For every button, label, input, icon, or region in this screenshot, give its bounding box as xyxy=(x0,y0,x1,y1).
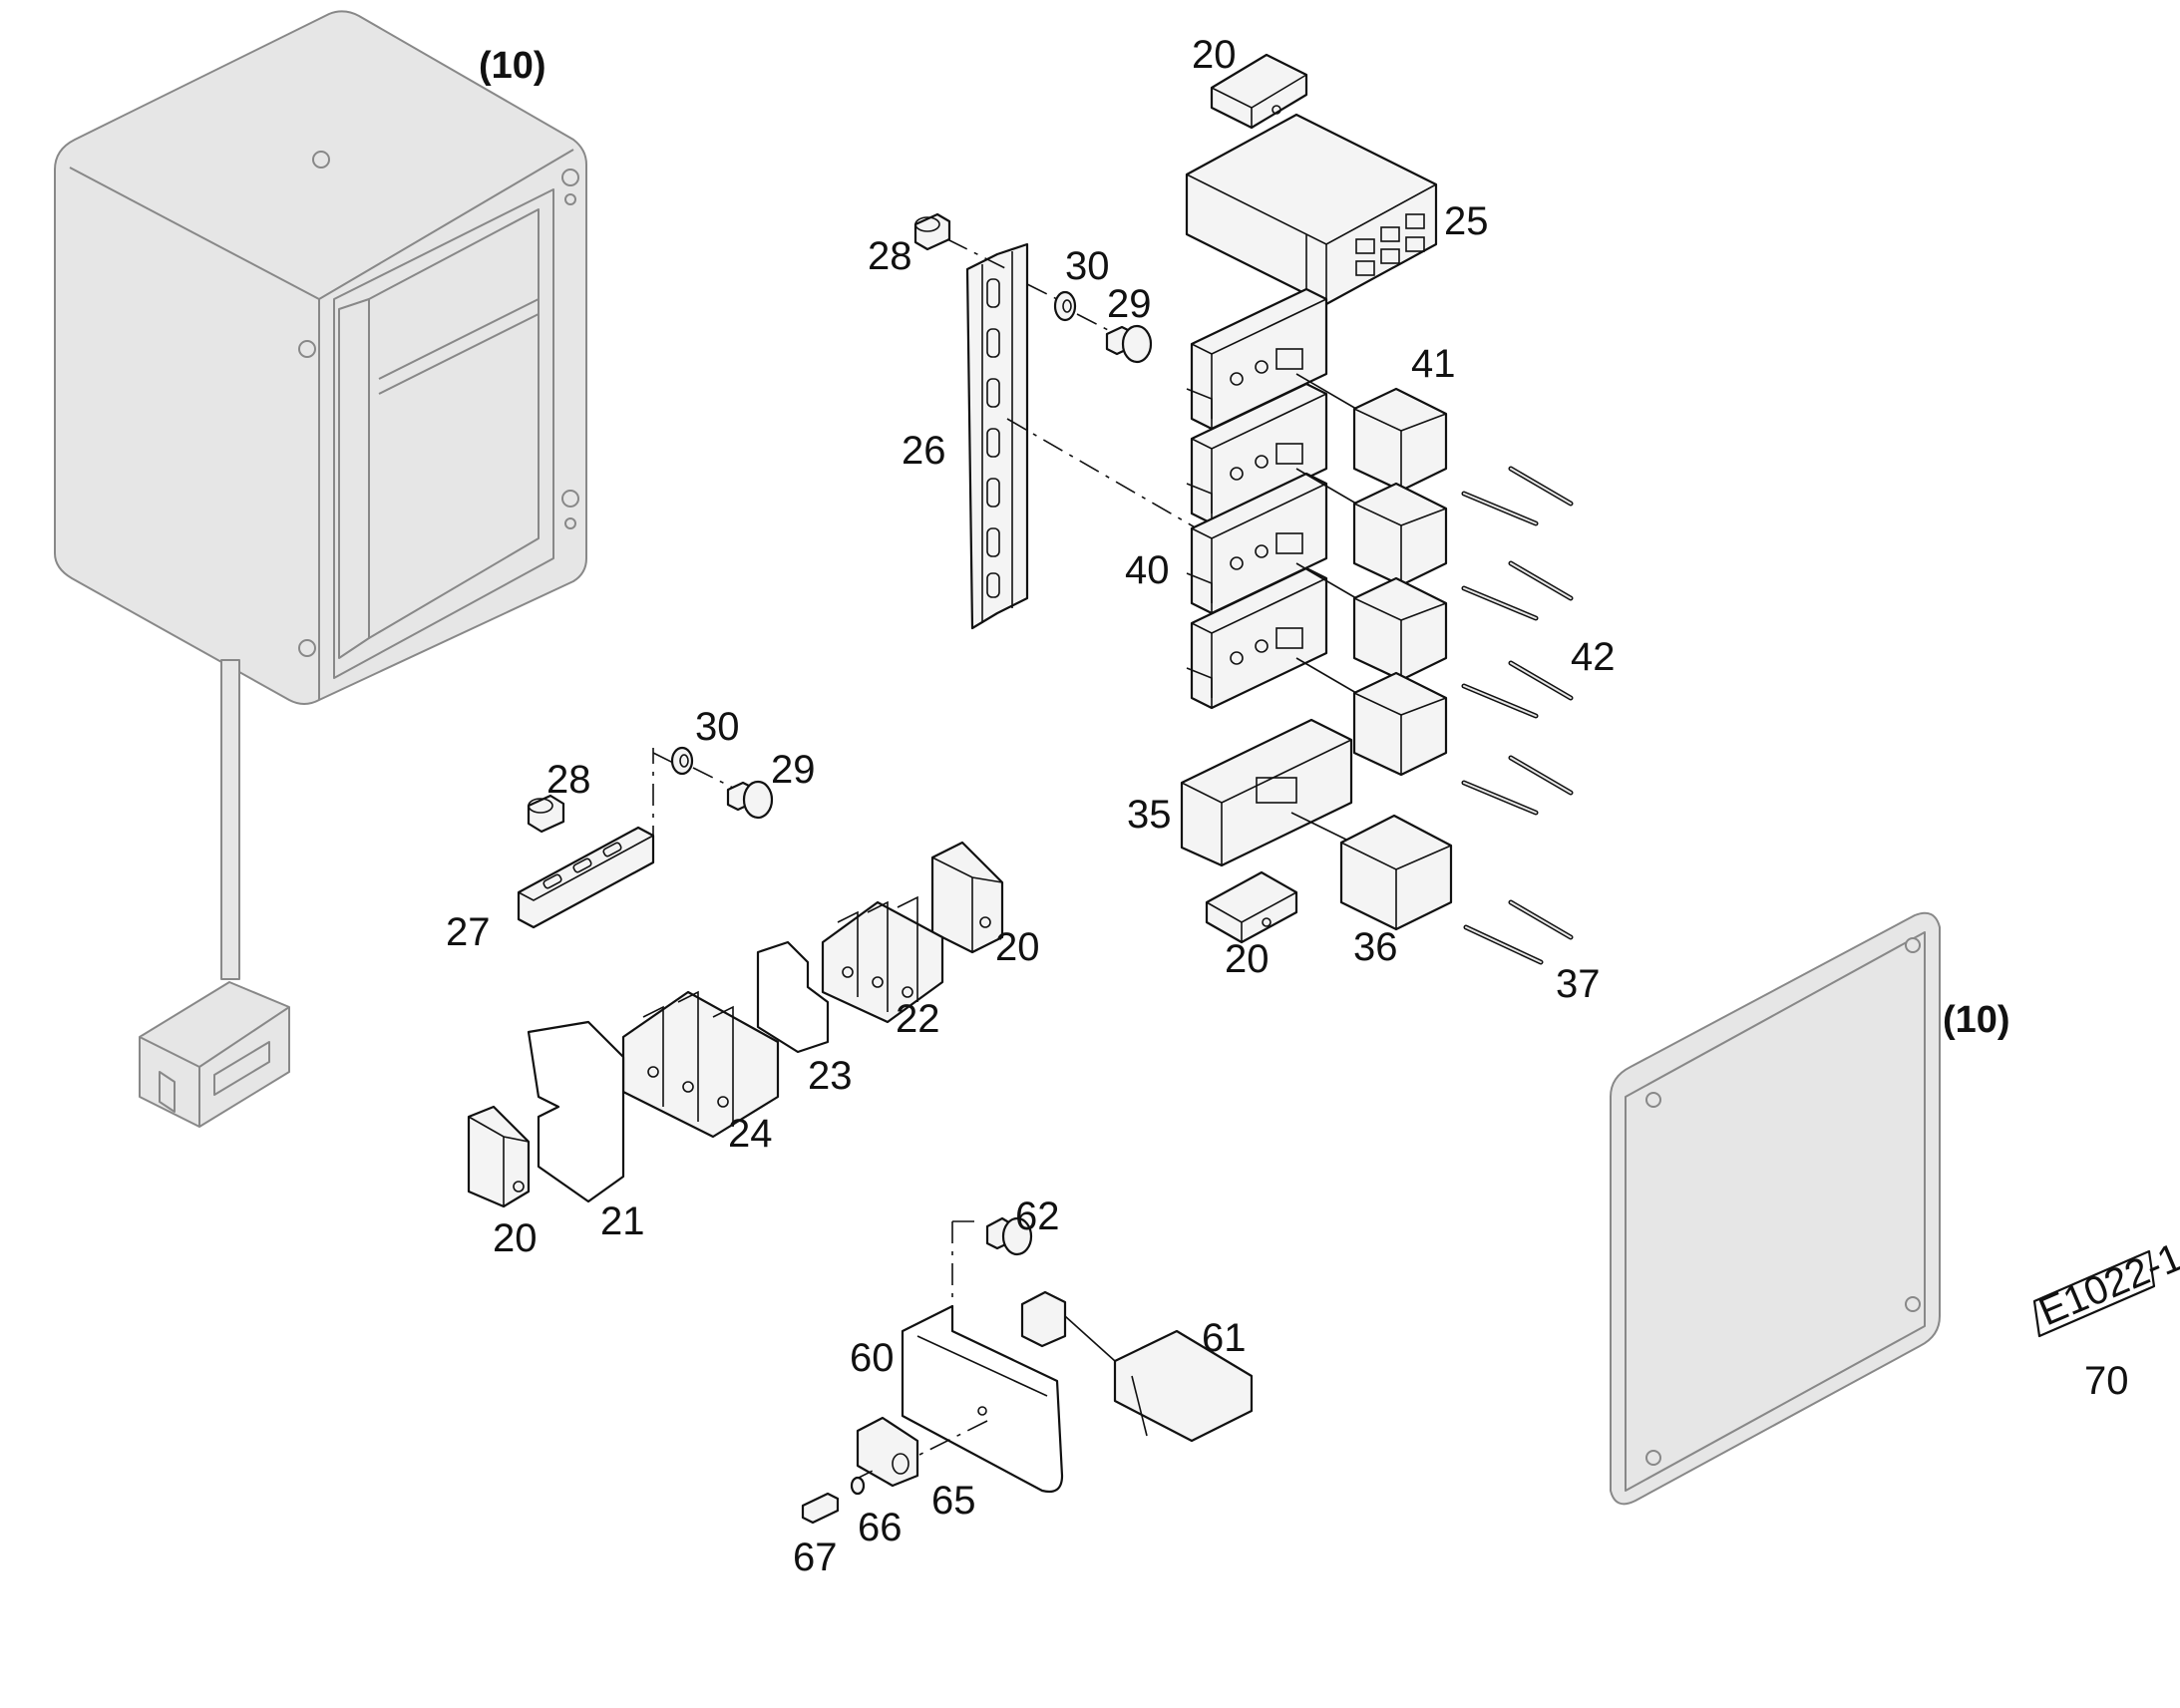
enclosure-box xyxy=(54,10,587,1128)
label-screw-bottom: 62 xyxy=(1015,1195,1060,1238)
end-cap-right xyxy=(930,841,1004,954)
label-rail-short: 27 xyxy=(446,910,491,954)
spacer-mid xyxy=(527,794,565,834)
end-cap-mid xyxy=(1205,870,1298,944)
id-tag: E1022-1 xyxy=(2032,1235,2180,1338)
label-clip-bottom: 37 xyxy=(1556,962,1601,1006)
label-spacer-mid: 28 xyxy=(546,758,591,802)
label-washer-small: 66 xyxy=(858,1506,903,1549)
id-tag-text: E1022-1 xyxy=(2032,1235,2180,1335)
washer-small xyxy=(850,1470,874,1496)
label-socket-bottom: 35 xyxy=(1127,793,1172,837)
screw-mid xyxy=(726,780,774,820)
screw-bottom xyxy=(951,1216,1033,1326)
label-sensor: 61 xyxy=(1202,1316,1247,1360)
label-spacer-top: 28 xyxy=(868,234,912,278)
label-cap-mid: 20 xyxy=(1225,937,1270,981)
screw-top xyxy=(1105,324,1153,364)
label-bracket: 60 xyxy=(850,1336,895,1380)
label-end-plate: 21 xyxy=(600,1199,645,1243)
sensor-module xyxy=(1020,1290,1254,1443)
label-relay-module: 25 xyxy=(1444,199,1489,243)
relay-large xyxy=(1339,814,1453,931)
terminal-block-right xyxy=(821,895,944,1024)
partition-plate xyxy=(756,940,830,1054)
label-cap-top: 20 xyxy=(1192,33,1237,77)
holder xyxy=(856,1416,919,1488)
label-washer-top: 30 xyxy=(1065,244,1110,288)
relays xyxy=(1295,373,1448,777)
label-screw-small: 67 xyxy=(793,1536,838,1579)
label-terminal-right: 22 xyxy=(896,997,940,1041)
label-cover: (10) xyxy=(1943,999,2010,1041)
end-cap-left xyxy=(467,1105,531,1208)
label-washer-mid: 30 xyxy=(695,705,740,749)
screw-small xyxy=(801,1492,840,1525)
label-screw-top: 29 xyxy=(1107,282,1152,326)
label-enclosure: (10) xyxy=(479,45,546,87)
label-plate-mid: 23 xyxy=(808,1054,853,1098)
cover-plate xyxy=(1610,911,1941,1506)
label-clip-group: 42 xyxy=(1571,635,1616,679)
label-id-tag: 70 xyxy=(2084,1359,2129,1403)
washer-mid xyxy=(652,746,734,789)
spacer-top xyxy=(913,212,1008,270)
label-screw-mid: 29 xyxy=(771,748,816,792)
relay-socket-large xyxy=(1180,718,1353,867)
end-plate xyxy=(527,1020,625,1203)
end-cap-top xyxy=(1210,53,1308,130)
label-relay-bottom: 36 xyxy=(1353,925,1398,969)
label-socket-group: 40 xyxy=(1125,548,1170,592)
mounting-bracket xyxy=(901,1304,1064,1494)
din-rail-short xyxy=(517,748,655,929)
washer-top xyxy=(1026,283,1113,333)
label-holder: 65 xyxy=(931,1479,976,1523)
relay-module xyxy=(1185,113,1438,306)
retaining-clips xyxy=(1461,466,1574,816)
label-rail-vertical: 26 xyxy=(902,429,946,473)
label-terminal-left: 24 xyxy=(728,1112,773,1156)
label-cap-left: 20 xyxy=(493,1216,538,1260)
label-cap-right: 20 xyxy=(995,925,1040,969)
retaining-clip-large xyxy=(1463,899,1574,965)
relay-sockets xyxy=(1186,287,1328,710)
din-rail-vertical xyxy=(965,242,1198,630)
label-relay-top: 41 xyxy=(1411,342,1456,386)
